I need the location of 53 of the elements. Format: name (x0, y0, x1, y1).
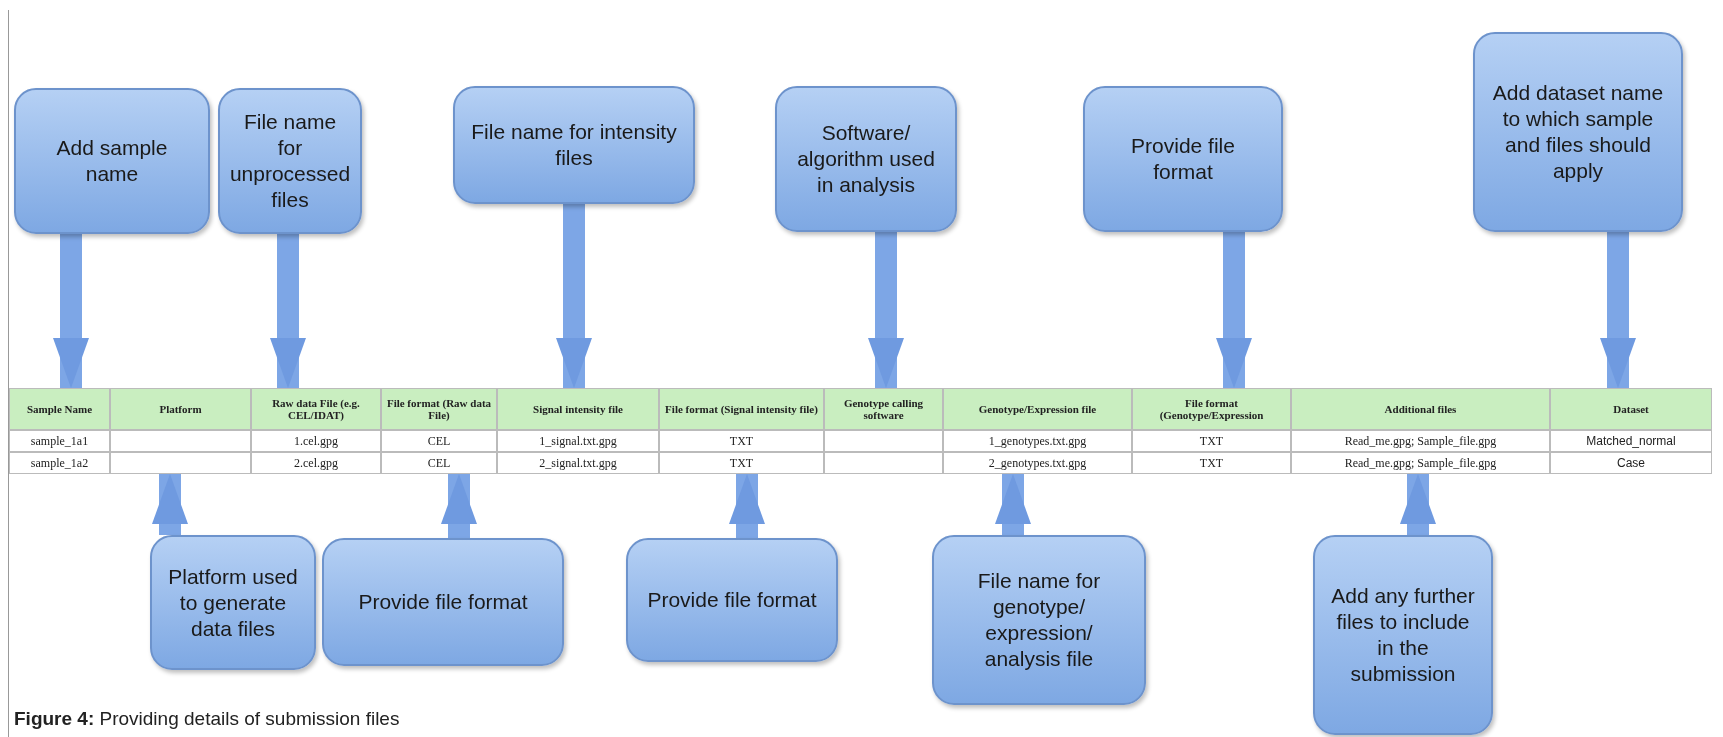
block-arrow (152, 474, 188, 535)
block-arrow (1400, 474, 1436, 535)
callout-box: Provide file format (626, 538, 838, 662)
data-cell: CEL (381, 430, 497, 452)
data-cell: TXT (659, 430, 824, 452)
callout-box: Software/ algorithm used in analysis (775, 86, 957, 232)
callout-box: Platform used to generate data files (150, 535, 316, 670)
block-arrow (441, 474, 477, 538)
data-cell: TXT (659, 452, 824, 474)
block-arrow (1600, 232, 1636, 388)
data-cell: Matched_normal (1550, 430, 1712, 452)
header-cell: Additional files (1291, 388, 1550, 430)
header-cell: Genotype/Expression file (943, 388, 1132, 430)
header-cell: Signal intensity file (497, 388, 659, 430)
data-cell: 1.cel.gpg (251, 430, 381, 452)
header-cell: File format (Genotype/Expression (1132, 388, 1291, 430)
callout-box: Provide file format (1083, 86, 1283, 232)
block-arrow (995, 474, 1031, 535)
data-cell: TXT (1132, 430, 1291, 452)
data-cell: TXT (1132, 452, 1291, 474)
header-cell: File format (Signal intensity file) (659, 388, 824, 430)
data-cell: Read_me.gpg; Sample_file.gpg (1291, 430, 1550, 452)
callout-box: Add any further files to include in the submission (1313, 535, 1493, 735)
block-arrow (556, 204, 592, 388)
header-cell: Platform (110, 388, 251, 430)
data-cell: sample_1a1 (9, 430, 110, 452)
data-cell (110, 452, 251, 474)
data-cell: 1_genotypes.txt.gpg (943, 430, 1132, 452)
header-cell: File format (Raw data File) (381, 388, 497, 430)
header-cell: Genotype calling software (824, 388, 943, 430)
block-arrow (868, 232, 904, 388)
block-arrow (53, 234, 89, 388)
callout-box: Add sample name (14, 88, 210, 234)
data-cell: 1_signal.txt.gpg (497, 430, 659, 452)
callout-box: File name for unprocessed files (218, 88, 362, 234)
header-cell: Dataset (1550, 388, 1712, 430)
block-arrow (1216, 232, 1252, 388)
figure-caption: Figure 4: Providing details of submission files (14, 708, 400, 730)
callout-box: Provide file format (322, 538, 564, 666)
data-cell: Read_me.gpg; Sample_file.gpg (1291, 452, 1550, 474)
data-cell: 2_signal.txt.gpg (497, 452, 659, 474)
header-cell: Raw data File (e.g. CEL/IDAT) (251, 388, 381, 430)
data-cell: 2_genotypes.txt.gpg (943, 452, 1132, 474)
data-cell: sample_1a2 (9, 452, 110, 474)
callout-box: File name for genotype/ expression/ analysis file (932, 535, 1146, 705)
block-arrow (729, 474, 765, 538)
data-cell: CEL (381, 452, 497, 474)
data-cell: 2.cel.gpg (251, 452, 381, 474)
callout-box: Add dataset name to which sample and files should apply (1473, 32, 1683, 232)
block-arrow (270, 234, 306, 388)
callout-box: File name for intensity files (453, 86, 695, 204)
data-cell: Case (1550, 452, 1712, 474)
header-cell: Sample Name (9, 388, 110, 430)
